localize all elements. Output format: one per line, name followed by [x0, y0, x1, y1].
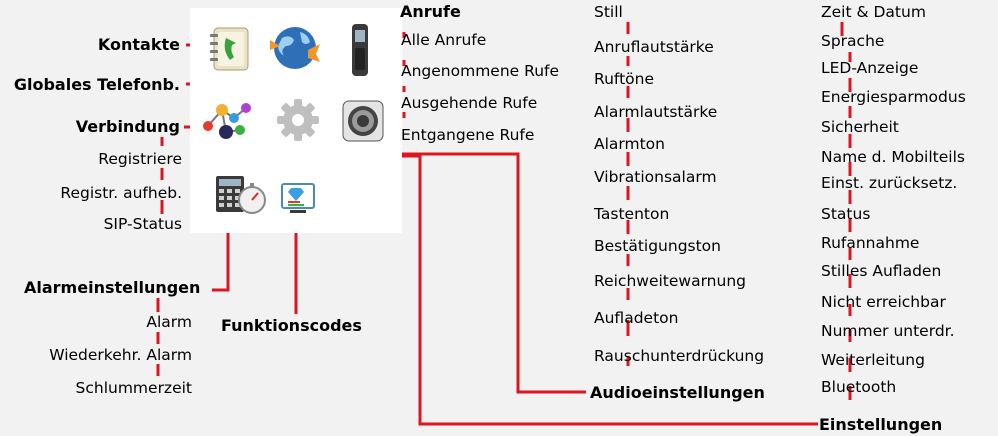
audio-item: Rauschunterdrückung — [594, 347, 765, 365]
gear-icon[interactable] — [276, 98, 320, 142]
heading-function-codes: Funktionscodes — [221, 316, 362, 335]
settings-item: Weiterleitung — [821, 351, 925, 369]
audio-item: Tastenton — [594, 205, 670, 223]
heading-contacts: Kontakte — [97, 35, 180, 54]
calls-item: Alle Anrufe — [401, 31, 487, 49]
settings-item: Name d. Mobilteils — [821, 148, 965, 166]
audio-item: Alarmton — [594, 135, 665, 153]
settings-item: Sprache — [821, 32, 885, 50]
globe-icon[interactable] — [268, 22, 324, 74]
settings-item: Rufannahme — [821, 234, 920, 252]
alarm-item: Wiederkehr. Alarm — [49, 346, 192, 364]
audio-item: Reichweitewarnung — [594, 272, 746, 290]
settings-item: Nicht erreichbar — [821, 293, 946, 311]
settings-item: Status — [821, 205, 871, 223]
alarm-item: Schlummerzeit — [75, 379, 192, 397]
settings-list-connectors — [840, 22, 852, 400]
settings-item: Energiesparmodus — [821, 88, 966, 106]
cordless-phone-icon[interactable] — [346, 22, 374, 78]
connection-item: Registriere — [98, 150, 182, 168]
calculator-stopwatch-icon[interactable] — [214, 174, 270, 216]
calls-item: Ausgehende Rufe — [401, 94, 538, 112]
heading-settings: Einstellungen — [819, 415, 943, 434]
monitor-icon[interactable] — [280, 182, 316, 218]
heading-calls: Anrufe — [400, 2, 461, 21]
audio-item: Ruftöne — [594, 70, 655, 88]
heading-alarm-settings: Alarmeinstellungen — [24, 278, 201, 297]
settings-item: Einst. zurücksetz. — [821, 174, 958, 192]
network-nodes-icon[interactable] — [200, 100, 254, 142]
alarm-connector — [212, 208, 230, 292]
calls-item: Angenommene Rufe — [401, 62, 560, 80]
icon-panel — [190, 8, 402, 233]
connection-item: SIP-Status — [103, 215, 182, 233]
heading-connection: Verbindung — [75, 117, 180, 136]
calls-item: Entgangene Rufe — [401, 126, 535, 144]
address-book-icon[interactable] — [208, 26, 250, 72]
settings-item: Nummer unterdr. — [821, 322, 955, 340]
audio-item: Bestätigungston — [594, 237, 721, 255]
audio-item: Alarmlautstärke — [594, 103, 718, 121]
audio-item: Vibrationsalarm — [594, 168, 717, 186]
settings-item: Zeit & Datum — [821, 3, 926, 21]
speaker-icon[interactable] — [342, 100, 384, 142]
settings-item: Stilles Aufladen — [821, 262, 942, 280]
settings-item: Sicherheit — [821, 118, 899, 136]
audio-item: Still — [594, 3, 623, 21]
connection-item: Registr. aufheb. — [60, 184, 182, 202]
settings-item: Bluetooth — [821, 378, 897, 396]
audio-item: Aufladeton — [594, 309, 679, 327]
audio-item: Anruflautstärke — [594, 38, 714, 56]
heading-audio-settings: Audioeinstellungen — [590, 383, 765, 402]
settings-item: LED-Anzeige — [821, 59, 919, 77]
alarm-item: Alarm — [146, 313, 192, 331]
heading-global-phonebook: Globales Telefonb. — [13, 75, 180, 94]
